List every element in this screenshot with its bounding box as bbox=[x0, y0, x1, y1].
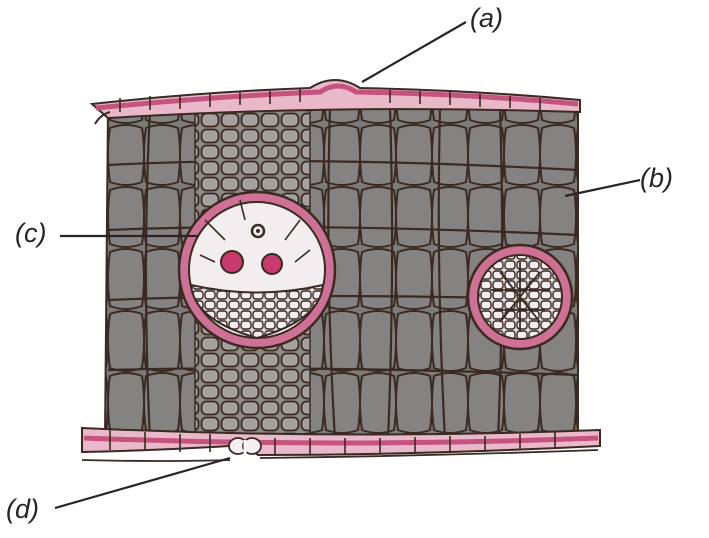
label-d: (d) bbox=[6, 496, 39, 523]
leader-line-d bbox=[55, 458, 230, 508]
small-vascular-bundle bbox=[468, 245, 572, 349]
label-c: (c) bbox=[15, 220, 46, 247]
leader-line-a bbox=[362, 22, 466, 82]
stoma bbox=[229, 438, 261, 462]
label-b: (b) bbox=[640, 165, 673, 192]
label-a: (a) bbox=[470, 5, 503, 32]
large-vascular-bundle bbox=[179, 192, 335, 348]
